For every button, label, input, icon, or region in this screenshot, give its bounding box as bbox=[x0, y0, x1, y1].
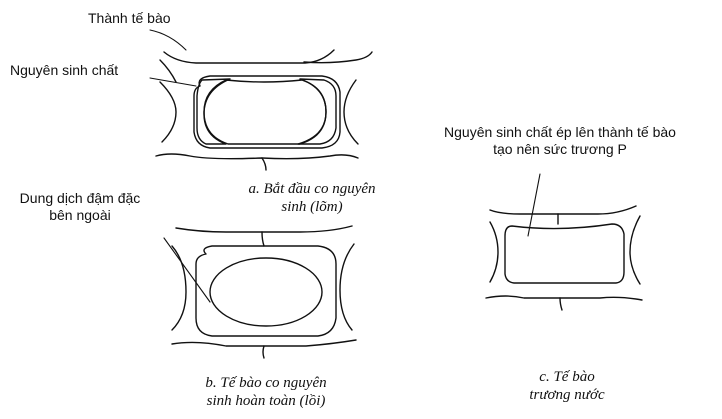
leader-protoplasm bbox=[150, 78, 196, 86]
cell-b-lower-wall-mid bbox=[263, 346, 264, 358]
cell-b-lower-wall bbox=[172, 340, 356, 346]
cell-a-upper-wall bbox=[164, 50, 334, 63]
leader-solution bbox=[164, 238, 210, 302]
label-cell-wall: Thành tế bào bbox=[88, 10, 171, 27]
leader-turgor bbox=[528, 174, 540, 236]
caption-b-line-1: b. Tế bào co nguyên bbox=[158, 374, 374, 392]
label-concentrated-solution-line-2: bên ngoài bbox=[6, 207, 154, 224]
label-concentrated-solution-line-1: Dung dịch đậm đặc bbox=[6, 190, 154, 207]
caption-a-line-2: sinh (lõm) bbox=[222, 198, 402, 216]
caption-b: b. Tế bào co nguyên sinh hoàn toàn (lồi) bbox=[158, 374, 374, 410]
label-turgor-pressure-line-2: tạo nên sức trương P bbox=[412, 141, 708, 158]
caption-c-line-2: trương nước bbox=[512, 386, 622, 404]
label-concentrated-solution: Dung dịch đậm đặc bên ngoài bbox=[6, 190, 154, 224]
cell-b-protoplast bbox=[210, 258, 322, 326]
cell-b-right-neighbour bbox=[340, 244, 354, 330]
label-turgor-pressure-line-1: Nguyên sinh chất ép lên thành tế bào bbox=[412, 124, 708, 141]
cell-c-left-neighbour bbox=[490, 222, 498, 282]
caption-c: c. Tế bào trương nước bbox=[512, 368, 622, 404]
cell-b bbox=[172, 226, 356, 358]
cell-c-upper-wall bbox=[490, 206, 636, 214]
cell-a-solution-region bbox=[197, 79, 336, 144]
caption-a: a. Bắt đầu co nguyên sinh (lõm) bbox=[222, 180, 402, 216]
cell-a-upper-wall-left bbox=[160, 60, 176, 82]
cell-a-left-neighbour bbox=[160, 82, 176, 142]
label-turgor-pressure: Nguyên sinh chất ép lên thành tế bào tạo… bbox=[412, 124, 708, 158]
cell-c-lower-wall-mid bbox=[560, 298, 562, 310]
cell-c bbox=[486, 206, 642, 310]
caption-a-line-1: a. Bắt đầu co nguyên bbox=[222, 180, 402, 198]
cell-b-upper-wall-mid bbox=[262, 232, 264, 246]
cell-a-lower-wall-right bbox=[262, 155, 358, 159]
label-protoplasm: Nguyên sinh chất bbox=[10, 62, 118, 79]
cell-a-protoplast bbox=[204, 80, 326, 144]
cell-c-right-neighbour bbox=[630, 216, 640, 284]
cell-b-upper-wall bbox=[176, 226, 352, 232]
caption-c-line-1: c. Tế bào bbox=[512, 368, 622, 386]
cell-a bbox=[156, 50, 372, 170]
leader-cell-wall bbox=[150, 30, 186, 50]
cell-a-right-neighbour bbox=[344, 80, 358, 144]
cell-c-lower-wall bbox=[486, 296, 642, 300]
cell-c-cell bbox=[505, 224, 624, 283]
cell-a-lower-wall bbox=[156, 154, 266, 170]
caption-b-line-2: sinh hoàn toàn (lồi) bbox=[158, 392, 374, 410]
